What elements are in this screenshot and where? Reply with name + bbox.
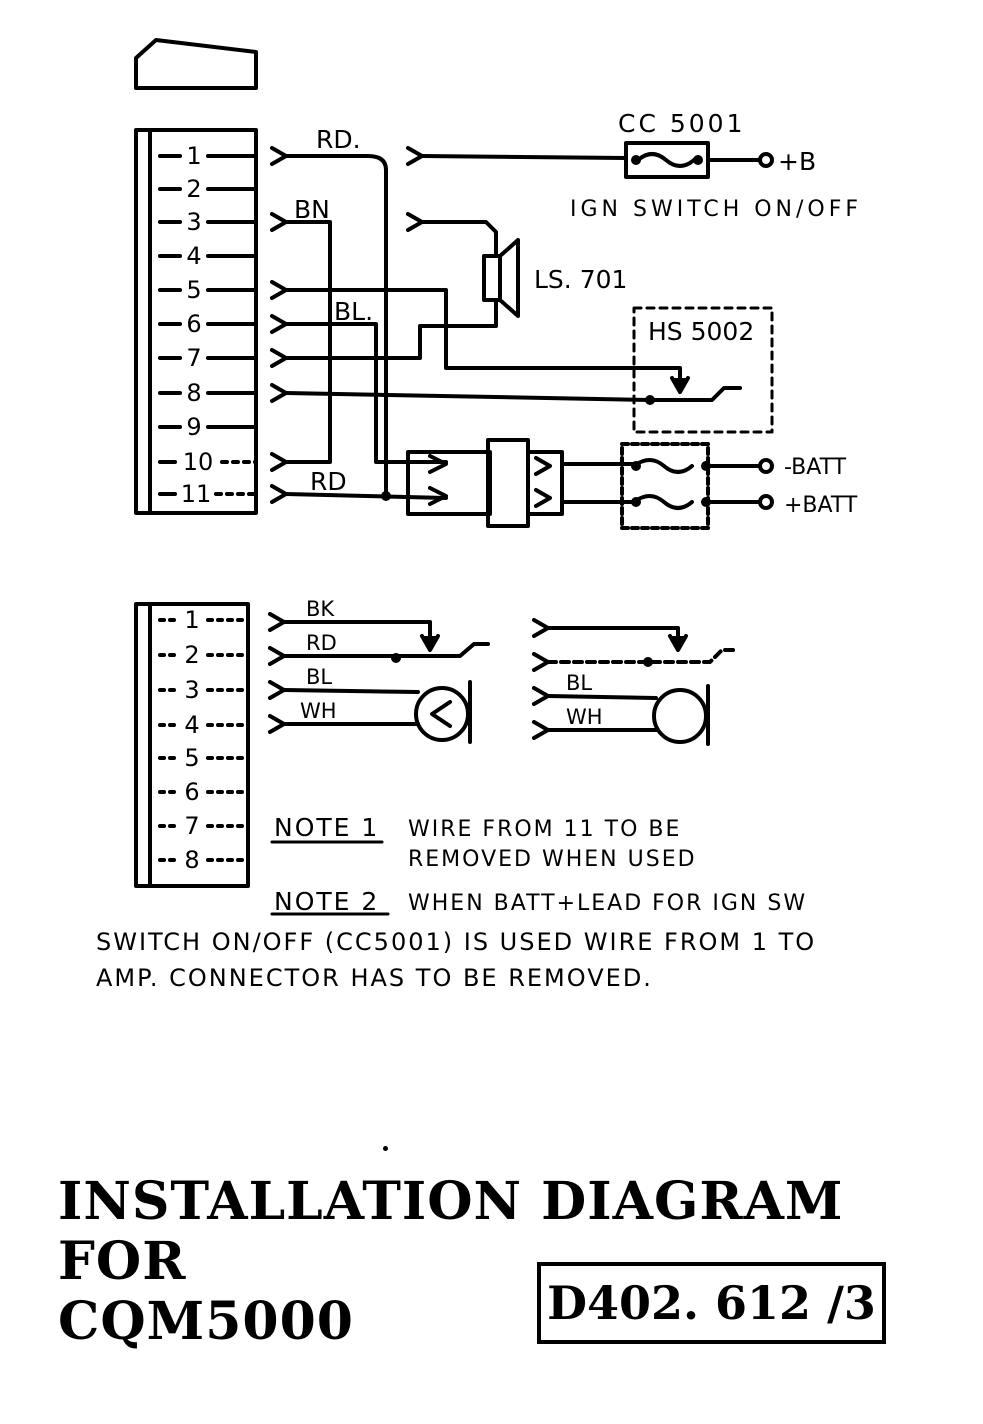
- wire-pin5: [270, 280, 690, 394]
- junction-dots: [381, 155, 711, 667]
- wire-label-bl-lower: BL: [306, 665, 332, 689]
- wire-label-bn: BN: [294, 195, 330, 224]
- hs5002-label: HS 5002: [648, 317, 754, 346]
- speaker-ls701-label: LS. 701: [534, 265, 627, 294]
- wire-pin1-rd: [270, 146, 388, 500]
- connector-top-body: [134, 128, 258, 515]
- pin-label: 8: [184, 846, 199, 874]
- note2-line1: WHEN BATT+LEAD FOR IGN SW: [408, 891, 807, 916]
- pin-label: 11: [181, 480, 212, 508]
- plus-b-label: +B: [778, 147, 816, 176]
- wire-label-bl-top: BL.: [334, 297, 373, 326]
- note1-line2: REMOVED WHEN USED: [408, 847, 697, 872]
- wire-label-bl-right: BL: [566, 671, 592, 695]
- pin-label: 3: [186, 208, 201, 236]
- title-line-1: INSTALLATION DIAGRAM FOR: [58, 1171, 844, 1292]
- pin-label: 6: [186, 310, 201, 338]
- plus-batt-label: +BATT: [784, 493, 858, 518]
- drawing-code-box: D402. 612 /3: [537, 1262, 886, 1344]
- wire-pin10: [270, 452, 288, 472]
- jack-circuit-left: [268, 612, 490, 744]
- pin-label: 5: [186, 276, 201, 304]
- note2-line3: AMP. CONNECTOR HAS TO BE REMOVED.: [96, 964, 653, 992]
- connector-top-pin-lines: [158, 154, 258, 496]
- pin-label: 6: [184, 778, 199, 806]
- connector-tab: [134, 38, 258, 90]
- note2-label: NOTE 2: [274, 887, 379, 916]
- battery-fuse-box: [620, 442, 774, 530]
- pin-label: 10: [183, 448, 214, 476]
- hs5002-box: [632, 306, 774, 434]
- wire-pin3-bn: [270, 212, 332, 464]
- wire-label-wh-lower: WH: [300, 699, 337, 723]
- wire-pin7: [270, 298, 498, 368]
- pin-label: 2: [186, 175, 201, 203]
- title-line-2: CQM5000: [58, 1291, 354, 1352]
- note1-label: NOTE 1: [274, 813, 379, 842]
- wire-label-wh-right: WH: [566, 705, 603, 729]
- wire-label-rd-bottom: RD: [310, 467, 347, 496]
- pin-label: 2: [184, 641, 199, 669]
- pin-label: 5: [184, 744, 199, 772]
- pin-label: 7: [184, 812, 199, 840]
- note1-line1: WIRE FROM 11 TO BE: [408, 817, 681, 842]
- connector-bottom-body: [134, 602, 250, 888]
- pin-label: 9: [186, 413, 201, 441]
- wire-label-bk: BK: [306, 597, 335, 621]
- wire-pin11-rd: [270, 484, 448, 504]
- stray-dot: [383, 1146, 388, 1151]
- wire-label-rd-lower: RD: [306, 631, 337, 655]
- connector-bottom-pin-lines: [158, 618, 250, 862]
- pin-label: 7: [186, 344, 201, 372]
- note2-line2: SWITCH ON/OFF (CC5001) IS USED WIRE FROM…: [96, 928, 816, 956]
- ign-switch-label: IGN SWITCH ON/OFF: [570, 197, 862, 222]
- diagram-title: INSTALLATION DIAGRAM FOR CQM5000: [58, 1172, 983, 1352]
- pin-label: 1: [184, 606, 199, 634]
- pin-label: 4: [184, 711, 199, 739]
- relay-block: [406, 438, 636, 528]
- pin-label: 4: [186, 242, 201, 270]
- fuse-cc5001-label: CC 5001: [618, 109, 745, 138]
- pin-label: 3: [184, 676, 199, 704]
- pin-label: 1: [186, 142, 201, 170]
- speaker-ls701: [406, 212, 520, 318]
- pin-label: 8: [186, 379, 201, 407]
- wire-pin8: [270, 383, 742, 403]
- wire-to-fuse-cc: [406, 141, 774, 179]
- wire-label-rd-top: RD.: [316, 125, 361, 154]
- jack-circuit-right: [532, 618, 736, 746]
- minus-batt-label: -BATT: [784, 455, 847, 480]
